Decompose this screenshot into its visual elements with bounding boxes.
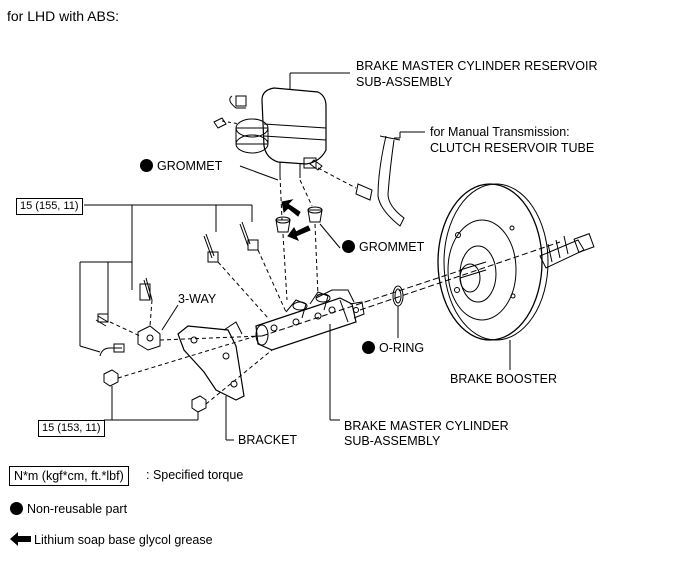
grease-arrow-icon — [281, 199, 301, 217]
grease-arrow-icon — [287, 225, 311, 241]
clutch-label-line2: CLUTCH RESERVOIR TUBE — [430, 141, 595, 155]
torque-spec-upper: 15 (155, 11) — [16, 198, 83, 215]
clutch-label-line1: for Manual Transmission: — [430, 125, 570, 139]
master-cylinder-label-line2: SUB-ASSEMBLY — [344, 434, 441, 448]
brake-booster-label: BRAKE BOOSTER — [450, 372, 557, 386]
legend-grease: Lithium soap base glycol grease — [10, 532, 213, 548]
bracket-drawing — [177, 321, 245, 441]
legend-torque-text: : Specified torque — [146, 468, 244, 482]
master-cylinder-drawing — [255, 289, 365, 421]
reservoir-label-line1: BRAKE MASTER CYLINDER RESERVOIR — [356, 59, 598, 73]
left-arrow-icon — [10, 532, 31, 546]
filled-circle-icon — [342, 240, 355, 253]
filled-circle-icon — [362, 341, 375, 354]
master-cylinder-label-line1: BRAKE MASTER CYLINDER — [344, 419, 509, 433]
torque-leaders — [79, 204, 253, 421]
torque-spec-lower: 15 (153, 11) — [38, 420, 105, 437]
filled-circle-icon — [140, 159, 153, 172]
grommet-drawings — [275, 206, 323, 233]
reservoir-label-line2: SUB-ASSEMBLY — [356, 75, 453, 89]
grommet-label-lower: GROMMET — [342, 240, 424, 255]
grommet-label-upper: GROMMET — [140, 159, 222, 174]
clutch-tube-drawing — [355, 131, 425, 227]
legend-nonreusable: Non-reusable part — [10, 502, 127, 517]
legend-torque-box: N*m (kgf*cm, ft.*lbf) — [9, 466, 129, 486]
brake-booster-drawing — [437, 183, 595, 341]
o-ring-drawing — [392, 285, 404, 338]
reservoir-drawing — [213, 72, 357, 189]
nut-drawings — [103, 369, 207, 413]
three-way-label: 3-WAY — [178, 292, 217, 306]
bracket-label: BRACKET — [238, 433, 298, 447]
three-way-and-lines — [95, 221, 287, 357]
page-header: for LHD with ABS: — [7, 8, 120, 24]
filled-circle-icon — [10, 502, 23, 515]
o-ring-label: O-RING — [362, 341, 424, 356]
